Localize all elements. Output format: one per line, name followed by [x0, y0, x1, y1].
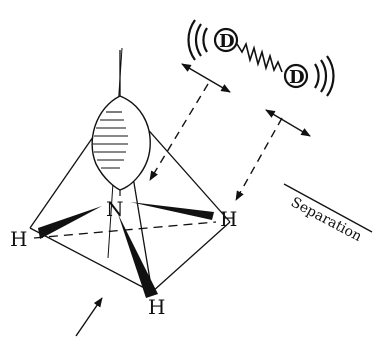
vibration-arrow-left	[181, 63, 231, 93]
dipole-charge-left-label: D	[219, 31, 235, 52]
dipole-spring	[236, 41, 283, 73]
dipole-diagram: D D	[187, 19, 335, 97]
pointer-arrow	[75, 297, 103, 337]
interaction-arrow-to-hydrogen	[235, 117, 283, 201]
bond-wedges	[38, 202, 214, 298]
bond-n-h-left	[38, 206, 102, 239]
bond-n-h-right	[130, 202, 214, 220]
separation-label: Separation	[288, 194, 364, 245]
separation-line	[283, 183, 373, 233]
dipole-charge-right: D	[283, 55, 335, 97]
lone-pair-orbital	[91, 95, 151, 196]
bond-n-h-bottom	[118, 214, 158, 298]
dipole-charge-left: D	[187, 19, 239, 61]
atom-hydrogen-left: H	[10, 227, 27, 251]
atom-nitrogen: N	[106, 197, 124, 221]
atom-hydrogen-bottom: H	[148, 295, 165, 319]
atom-hydrogen-right: H	[220, 207, 237, 231]
vibration-arrow-right	[265, 109, 311, 137]
interaction-arrow-to-lone-pair	[149, 83, 209, 181]
dipole-charge-right-label: D	[289, 67, 305, 88]
